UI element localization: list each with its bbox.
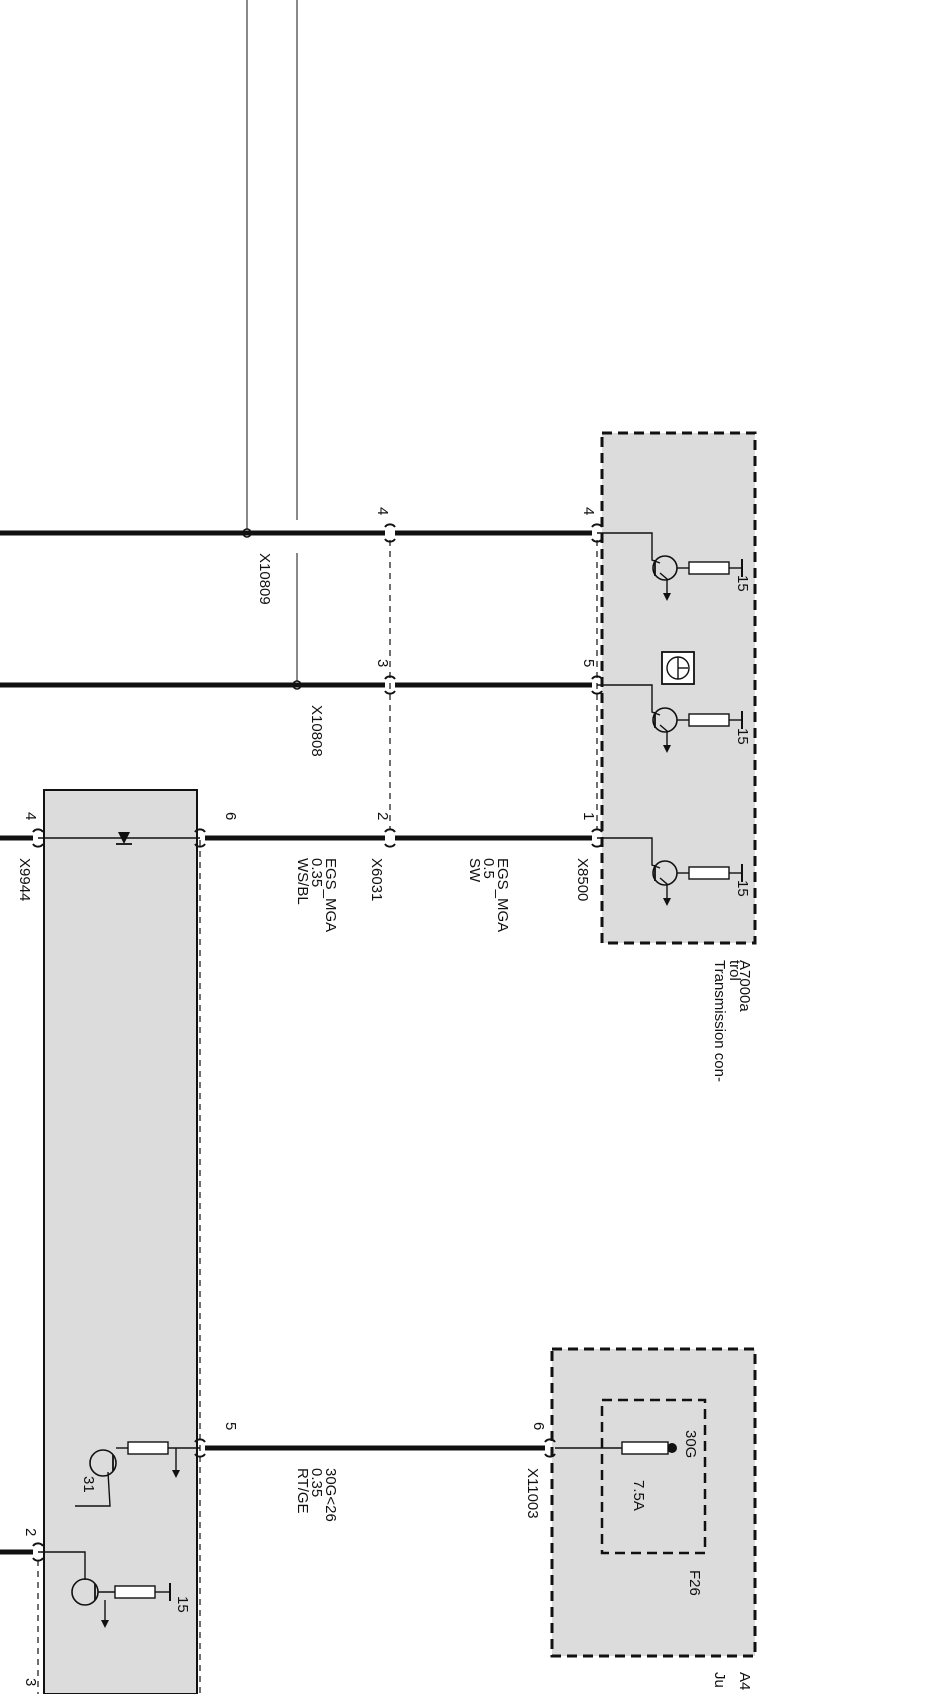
connector-x10809: X10809 bbox=[256, 553, 273, 605]
pin-lower-2: 2 bbox=[22, 1528, 39, 1536]
wire-supply-signal: 30G<26 bbox=[322, 1468, 339, 1522]
junction-id: A4 bbox=[736, 1672, 753, 1690]
wire-egs-upper-gauge: 0.5 bbox=[480, 858, 497, 879]
pin-a7000-5: 5 bbox=[580, 659, 597, 667]
wire-supply-gauge: 0.35 bbox=[308, 1468, 325, 1497]
connector-x11003: X11003 bbox=[524, 1468, 541, 1519]
junction-box-module bbox=[550, 1347, 757, 1658]
pin-x6031-2: 2 bbox=[374, 812, 391, 820]
module-name-transmission: Transmission con- trol bbox=[711, 960, 743, 1086]
ground-label-31: 31 bbox=[80, 1476, 97, 1493]
pin-a7000-4: 4 bbox=[580, 507, 597, 515]
connector-x8500: X8500 bbox=[574, 858, 591, 901]
supply-label-pin1: 15 bbox=[734, 880, 751, 897]
module-symbol-icon bbox=[661, 651, 695, 685]
supply-label-lower: 15 bbox=[174, 1596, 191, 1613]
pin-x9944-3: 3 bbox=[22, 1678, 39, 1686]
fuse-id: F26 bbox=[686, 1570, 703, 1596]
pin-lower-5: 5 bbox=[222, 1422, 239, 1430]
fuse-terminal: 30G bbox=[682, 1430, 699, 1458]
transistor-lower-pin5 bbox=[75, 1441, 200, 1507]
pin-x11003-6: 6 bbox=[530, 1422, 547, 1430]
pin-x9944-4: 4 bbox=[22, 812, 39, 820]
wire-egs-lower-gauge: 0.35 bbox=[308, 858, 325, 887]
fuse-f26-box bbox=[600, 1398, 707, 1555]
wire-egs-upper-color: SW bbox=[466, 858, 483, 883]
pin-a7000-1: 1 bbox=[580, 812, 597, 820]
junction-name: Ju bbox=[711, 1672, 728, 1688]
connector-x10808: X10808 bbox=[308, 705, 325, 757]
transistor-lower-pin2 bbox=[38, 1551, 171, 1628]
fuse-f26-icon bbox=[555, 1441, 677, 1455]
wire-egs-lower-signal: EGS_MGA bbox=[322, 858, 339, 932]
lower-control-module bbox=[43, 789, 198, 1694]
transmission-control-module bbox=[600, 431, 757, 945]
connector-x9944: X9944 bbox=[16, 858, 33, 901]
supply-label-pin4: 15 bbox=[734, 575, 751, 592]
wire-egs-lower-color: WS/BL bbox=[294, 858, 311, 905]
wire-supply-color: RT/GE bbox=[294, 1468, 311, 1514]
module-id-a7000a: A7000a bbox=[736, 960, 753, 1012]
connector-x6031: X6031 bbox=[368, 858, 385, 901]
pin-lower-6: 6 bbox=[222, 812, 239, 820]
supply-label-pin5: 15 bbox=[734, 728, 751, 745]
pin-x6031-4: 4 bbox=[374, 507, 391, 515]
fuse-rating: 7.5A bbox=[630, 1480, 647, 1511]
pin-x6031-3: 3 bbox=[374, 659, 391, 667]
wire-egs-upper-signal: EGS_MGA bbox=[494, 858, 511, 932]
